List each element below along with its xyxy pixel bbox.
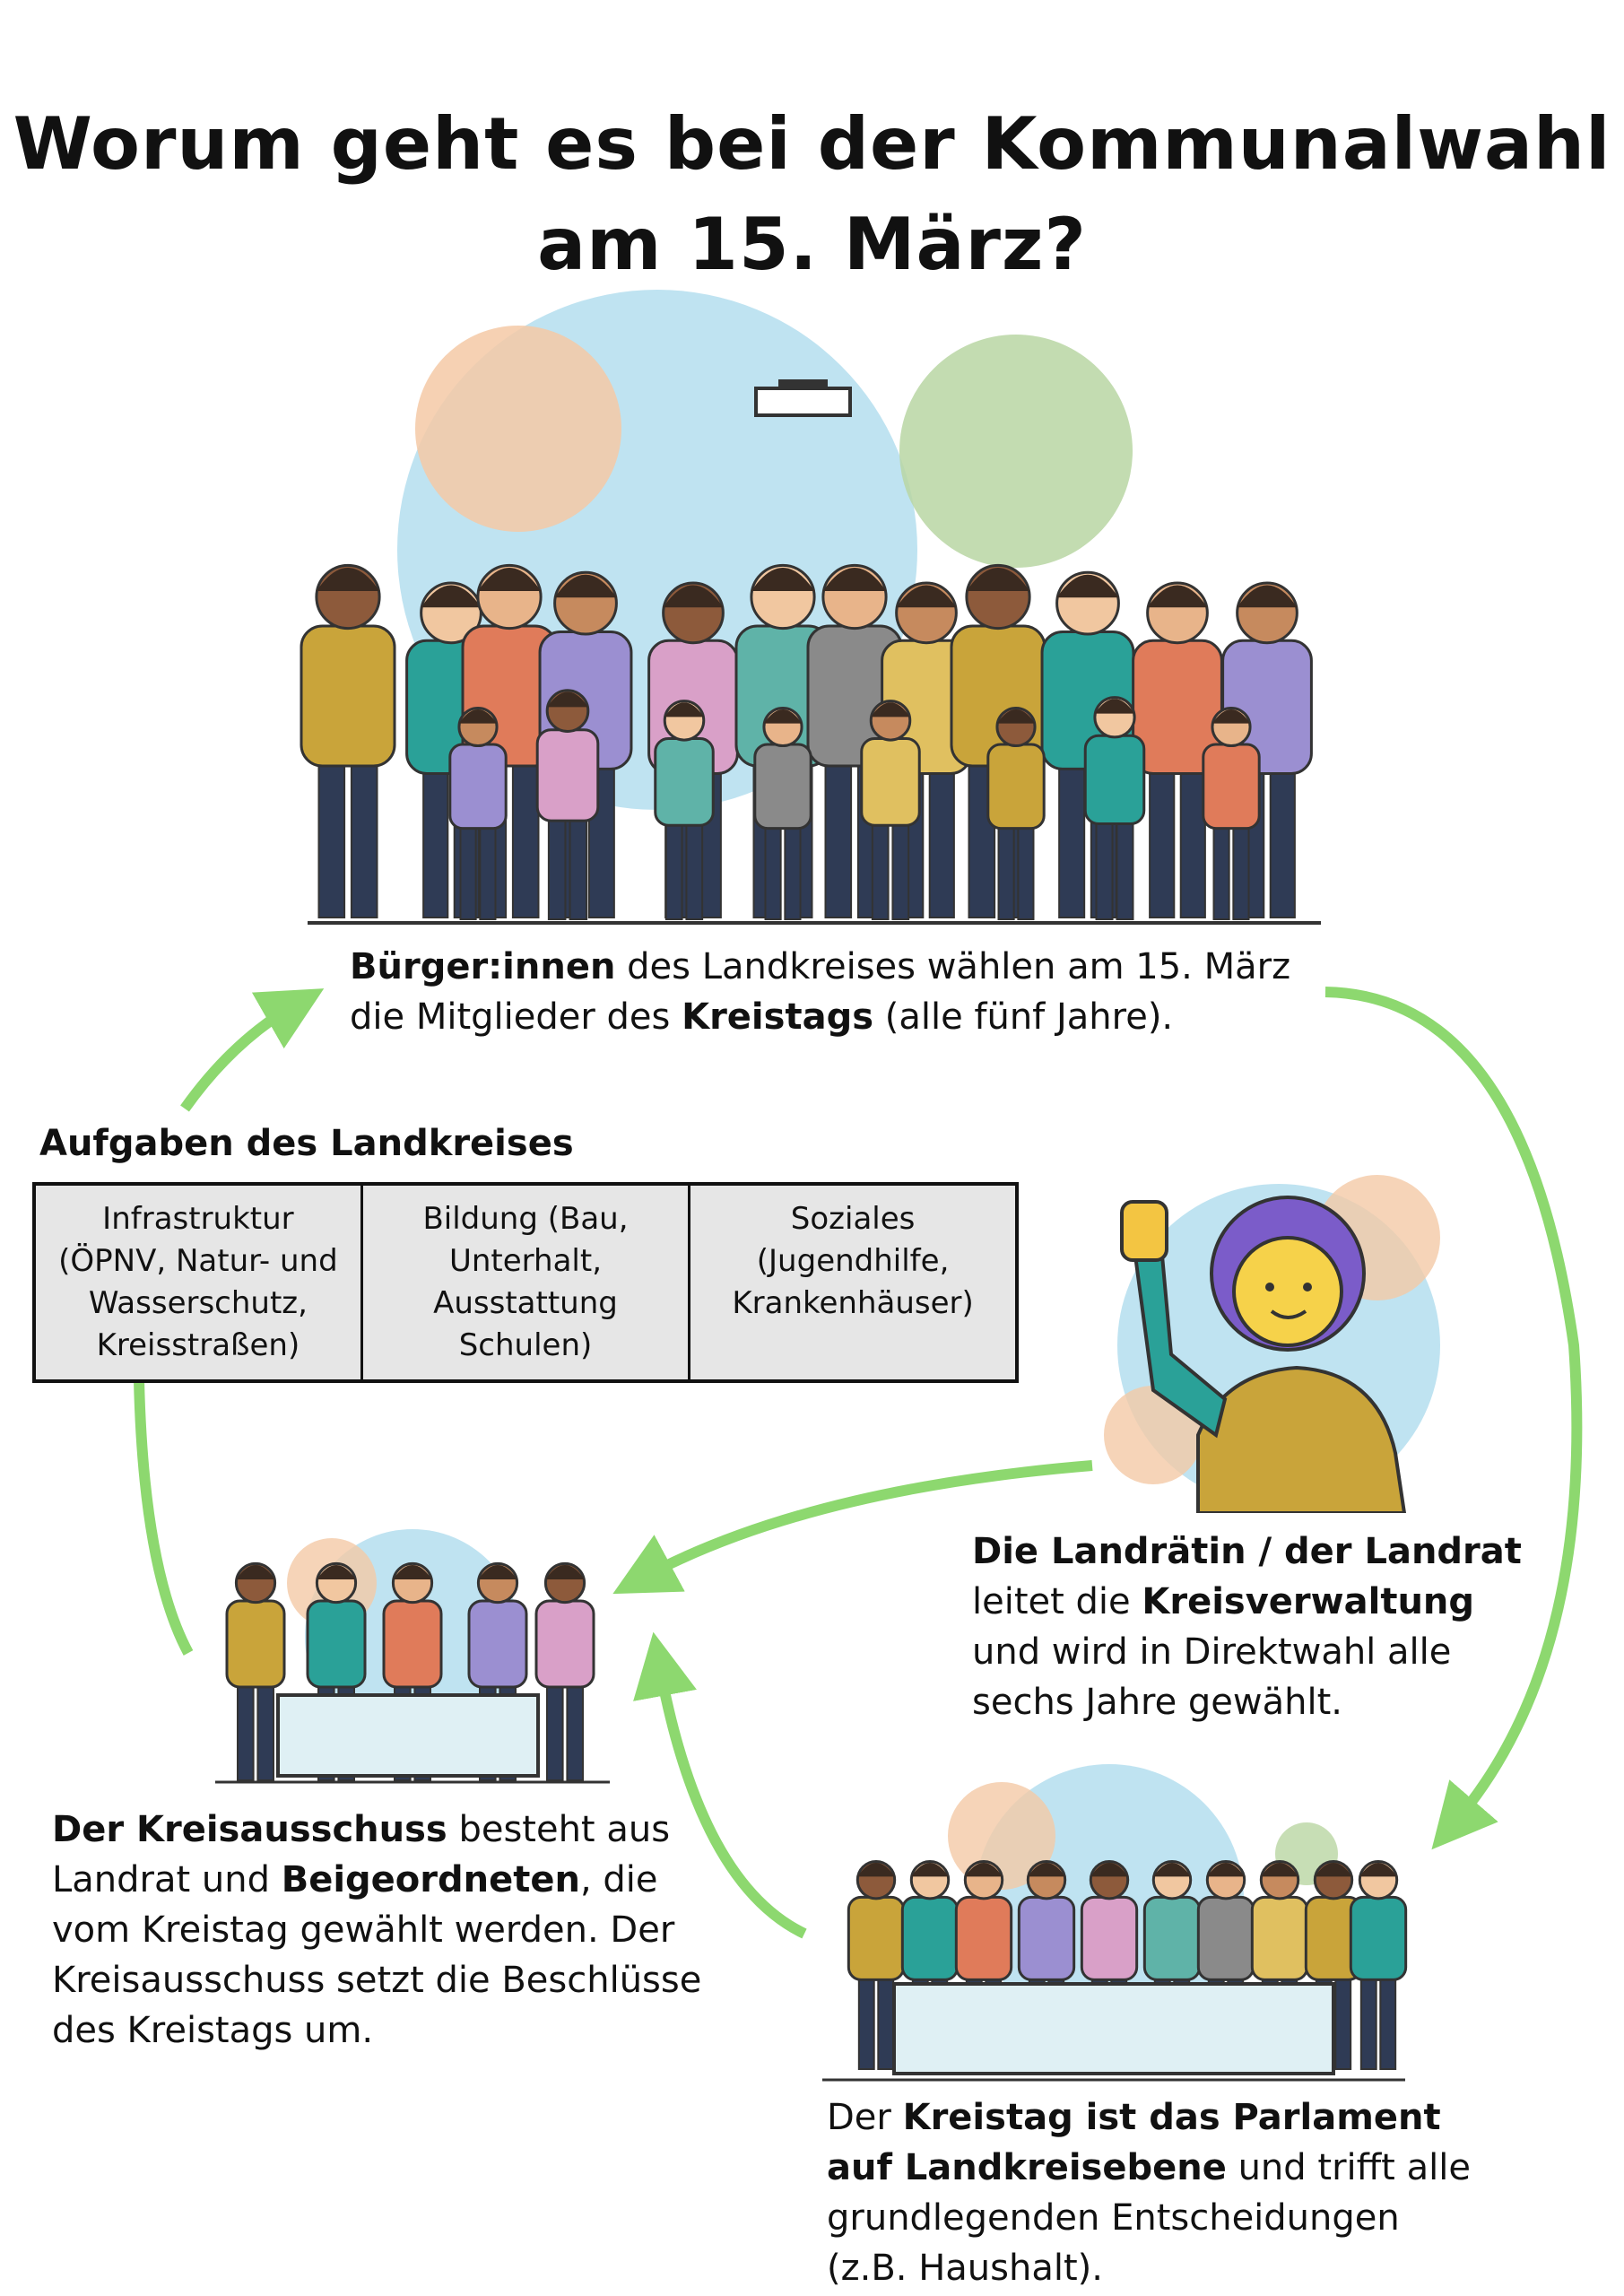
line-ausschuss-to-table: [134, 1379, 194, 1656]
person-figure: [654, 700, 715, 920]
parliament-table: [892, 1982, 1335, 2075]
tasks-heading: Aufgaben des Landkreises: [39, 1123, 574, 1164]
person-figure: [225, 1561, 286, 1781]
person-figure: [1083, 696, 1146, 921]
waving-hand-icon: [1120, 1200, 1168, 1262]
person-figure: [860, 700, 921, 920]
landraetin-illustration: [1104, 1175, 1440, 1513]
meeting-table: [276, 1693, 540, 1778]
person-figure: [535, 689, 600, 921]
ballot-box-icon: [754, 387, 852, 417]
person-figure: [1196, 1859, 1255, 2071]
arrow-table-to-citizens: [180, 988, 325, 1112]
person-figure: [753, 706, 812, 920]
task-education: Bildung (Bau, Unterhalt, Ausstattung Sch…: [360, 1182, 691, 1383]
person-figure: [300, 563, 396, 918]
person-figure: [1132, 581, 1223, 918]
kreistag-caption: Der Kreistag ist das Parlament auf Landk…: [827, 2097, 1471, 2289]
tasks-table: Infrastruktur (ÖPNV, Natur- und Wassersc…: [32, 1182, 1019, 1383]
landrat-caption: Die Landrätin / der Landrat leitet die K…: [972, 1531, 1522, 1723]
citizens-illustration: [300, 290, 1321, 925]
person-figure: [1202, 706, 1261, 920]
task-social: Soziales (Jugendhilfe, Krankenhäuser): [688, 1182, 1019, 1383]
kreisausschuss-illustration: [215, 1529, 610, 1784]
person-figure: [448, 706, 508, 920]
citizens-caption: Bürger:innen des Landkreises wählen am 1…: [350, 946, 1291, 1038]
person-figure: [986, 706, 1046, 920]
task-infrastructure: Infrastruktur (ÖPNV, Natur- und Wassersc…: [32, 1182, 363, 1383]
person-figure: [534, 1561, 595, 1781]
kreistag-illustration: [822, 1764, 1408, 2082]
ausschuss-caption: Der Kreisausschuss besteht aus Landrat u…: [52, 1809, 702, 2051]
page-title: Worum geht es bei der Kommunalwahl am 15…: [13, 102, 1611, 286]
person-figure: [847, 1859, 906, 2071]
person-figure: [1349, 1859, 1408, 2071]
